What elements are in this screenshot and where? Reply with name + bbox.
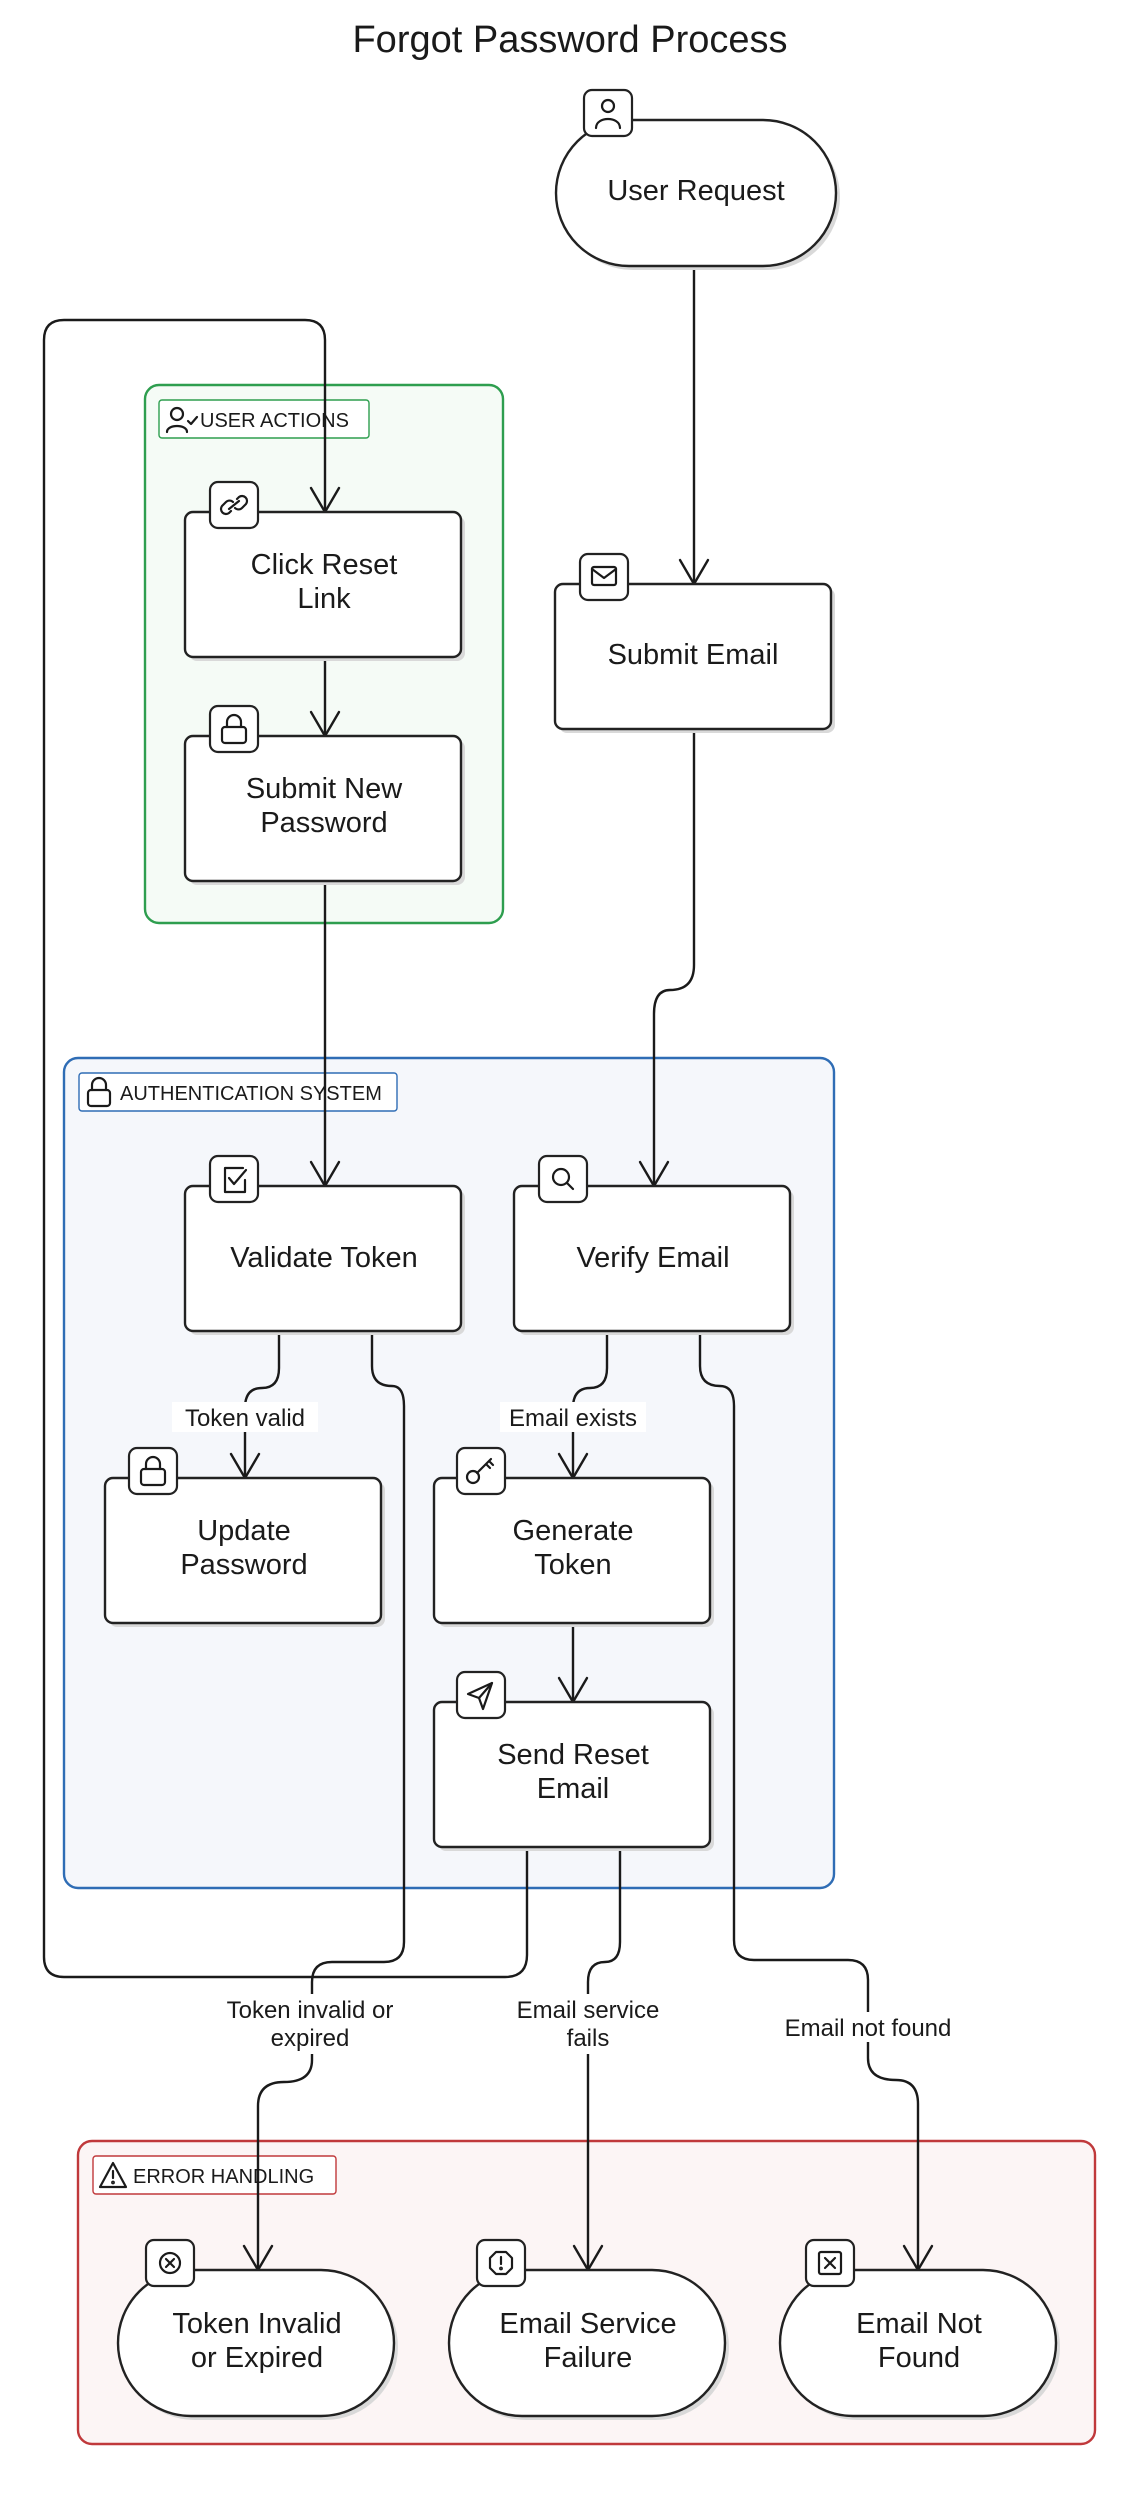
group-label-error-handling: ERROR HANDLING	[133, 2166, 314, 2188]
edge-send-reset-email-to-click-reset-link	[42, 318, 529, 1979]
edge-validate-token-to-token-invalid	[256, 1331, 406, 2270]
group-label-user-actions: USER ACTIONS	[200, 410, 349, 432]
node-user-request: User Request	[554, 88, 840, 270]
svg-text:Found: Found	[878, 2342, 960, 2374]
node-email-not-found: Email Not Found	[778, 2238, 1060, 2420]
svg-text:Email exists: Email exists	[509, 1405, 637, 1432]
edge-label-email-exists: Email exists	[500, 1402, 646, 1432]
svg-text:Token invalid or: Token invalid or	[227, 1997, 394, 2024]
svg-text:Token Invalid: Token Invalid	[172, 2308, 341, 2340]
alert-octagon-icon	[475, 2238, 527, 2288]
svg-text:or Expired: or Expired	[191, 2342, 323, 2374]
node-validate-token: Validate Token	[183, 1154, 465, 1335]
edge-validate-token-to-update-password	[243, 1331, 281, 1478]
svg-text:Generate: Generate	[513, 1515, 634, 1547]
diagram-title: Forgot Password Process	[352, 19, 787, 61]
svg-text:Validate Token: Validate Token	[230, 1242, 418, 1274]
edge-label-email-service-fails: Email service fails	[506, 1994, 670, 2054]
edge-label-email-not-found: Email not found	[772, 2012, 964, 2042]
edge-submit-email-to-verify-email	[652, 729, 696, 1186]
svg-text:Send Reset: Send Reset	[497, 1739, 649, 1771]
lock-icon	[208, 704, 260, 754]
svg-text:Update: Update	[197, 1515, 291, 1547]
svg-text:Submit New: Submit New	[246, 773, 403, 805]
svg-text:Link: Link	[297, 583, 351, 615]
node-click-reset-link: Click Reset Link	[183, 480, 465, 661]
user-check-icon	[165, 406, 199, 434]
lock-icon	[86, 1076, 112, 1108]
svg-text:Submit Email: Submit Email	[608, 639, 779, 671]
edge-label-token-valid: Token valid	[172, 1402, 318, 1432]
svg-text:Token valid: Token valid	[185, 1405, 305, 1432]
search-icon	[537, 1154, 589, 1204]
alert-triangle-icon	[98, 2161, 128, 2189]
node-email-service-failure: Email Service Failure	[447, 2238, 729, 2420]
svg-text:User Request: User Request	[607, 175, 784, 207]
node-submit-email: Submit Email	[553, 552, 835, 733]
user-icon	[582, 88, 634, 138]
svg-text:Email service: Email service	[517, 1997, 660, 2024]
svg-text:Password: Password	[260, 807, 387, 839]
node-update-password: Update Password	[103, 1446, 385, 1627]
svg-text:Email Not: Email Not	[856, 2308, 982, 2340]
node-send-reset-email: Send Reset Email	[432, 1670, 714, 1851]
key-icon	[455, 1446, 507, 1496]
svg-text:Password: Password	[180, 1549, 307, 1581]
edge-verify-email-to-generate-token	[571, 1331, 609, 1478]
svg-text:Failure: Failure	[544, 2342, 633, 2374]
check-square-icon	[208, 1154, 260, 1204]
node-submit-new-password: Submit New Password	[183, 704, 465, 885]
edge-label-token-invalid-or-expired: Token invalid or expired	[212, 1994, 408, 2054]
svg-text:Click Reset: Click Reset	[251, 549, 398, 581]
node-generate-token: Generate Token	[432, 1446, 714, 1627]
svg-text:fails: fails	[567, 2025, 610, 2052]
group-label-authentication-system: AUTHENTICATION SYSTEM	[120, 1083, 382, 1105]
node-verify-email: Verify Email	[512, 1154, 794, 1335]
link-icon	[208, 480, 260, 530]
send-icon	[455, 1670, 507, 1720]
x-square-icon	[804, 2238, 856, 2288]
edge-send-reset-email-to-email-service-failure	[586, 1847, 622, 2270]
node-token-invalid-or-expired: Token Invalid or Expired	[116, 2238, 398, 2420]
svg-text:Email: Email	[537, 1773, 610, 1805]
svg-text:Token: Token	[534, 1549, 611, 1581]
svg-text:Verify Email: Verify Email	[576, 1242, 729, 1274]
svg-text:expired: expired	[271, 2025, 350, 2052]
edges	[42, 266, 934, 2272]
lock-icon	[127, 1446, 179, 1496]
x-circle-icon	[144, 2238, 196, 2288]
mail-icon	[578, 552, 630, 602]
svg-text:Email Service: Email Service	[499, 2308, 676, 2340]
svg-text:Email not found: Email not found	[785, 2015, 952, 2042]
edge-verify-email-to-email-not-found	[698, 1331, 920, 2270]
